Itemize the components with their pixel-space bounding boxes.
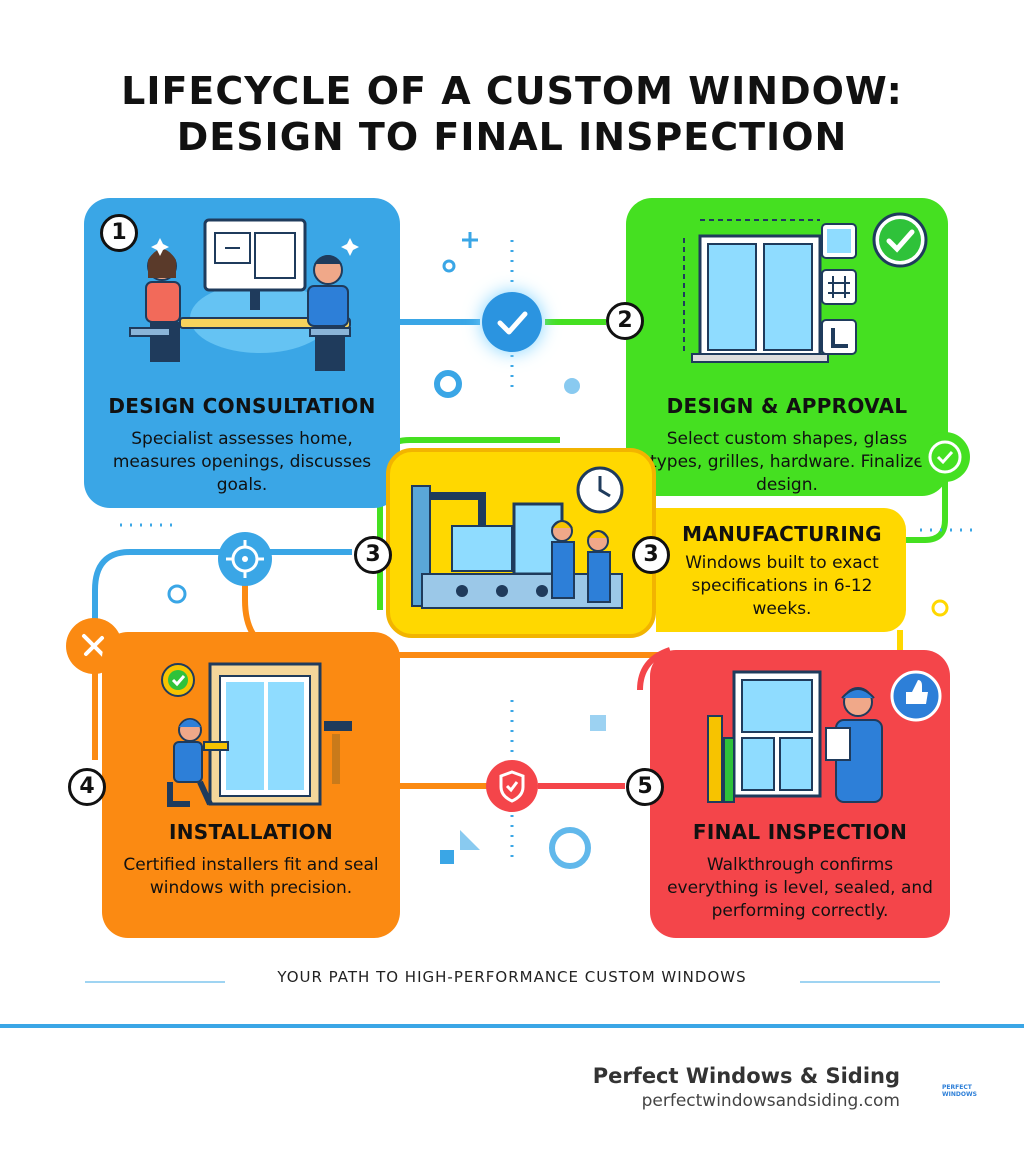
title-line-1: LIFECYCLE OF A CUSTOM WINDOW: bbox=[121, 69, 903, 113]
check-icon bbox=[497, 311, 528, 335]
footer-tagline: YOUR PATH TO HIGH-PERFORMANCE CUSTOM WIN… bbox=[277, 968, 747, 986]
step-2-text: DESIGN & APPROVAL Select custom shapes, … bbox=[640, 394, 934, 497]
target-icon bbox=[226, 540, 264, 578]
step-1-heading: DESIGN CONSULTATION bbox=[108, 394, 376, 418]
step-3-number-right: 3 bbox=[632, 536, 670, 574]
step-3-card-text bbox=[656, 508, 906, 632]
step-2-number: 2 bbox=[606, 302, 644, 340]
step-5-number: 5 bbox=[626, 768, 664, 806]
brand-logo: PERFECT WINDOWS bbox=[942, 1084, 977, 1098]
window-design-illustration bbox=[683, 212, 928, 363]
center-check-badge bbox=[482, 292, 542, 352]
step-5-heading: FINAL INSPECTION bbox=[692, 820, 908, 844]
step-4-heading: INSTALLATION bbox=[169, 820, 333, 844]
inspection-illustration bbox=[707, 670, 942, 803]
step-4-body: Certified installers fit and seal window… bbox=[123, 855, 379, 898]
wrench-icon bbox=[82, 634, 106, 658]
manufacturing-illustration bbox=[411, 466, 624, 609]
step-3-text: MANUFACTURING Windows built to exact spe… bbox=[672, 522, 892, 621]
step-2-body: Select custom shapes, glass types, grill… bbox=[650, 429, 924, 495]
tagline-rules bbox=[85, 981, 940, 983]
footer-divider bbox=[0, 1024, 1024, 1028]
step-4-number: 4 bbox=[68, 768, 106, 806]
shield-check-icon bbox=[499, 770, 525, 803]
consultation-illustration bbox=[129, 218, 359, 371]
installation-illustration bbox=[161, 662, 352, 807]
step-5-body: Walkthrough confirms everything is level… bbox=[667, 855, 933, 921]
check-icon bbox=[928, 440, 962, 474]
step-5-text: FINAL INSPECTION Walkthrough confirms ev… bbox=[666, 820, 934, 923]
page-title: LIFECYCLE OF A CUSTOM WINDOW: DESIGN TO … bbox=[0, 68, 1024, 160]
brand-url: perfectwindowsandsiding.com bbox=[641, 1091, 900, 1111]
shield-badge bbox=[486, 760, 538, 812]
step-1-body: Specialist assesses home, measures openi… bbox=[112, 429, 372, 495]
brand-name: Perfect Windows & Siding bbox=[592, 1064, 900, 1088]
step-3-number-left: 3 bbox=[354, 536, 392, 574]
clock-icon bbox=[598, 476, 611, 498]
step-3-heading: MANUFACTURING bbox=[682, 522, 882, 546]
step-2-heading: DESIGN & APPROVAL bbox=[666, 394, 908, 418]
step-1-number: 1 bbox=[100, 214, 138, 252]
step-4-text: INSTALLATION Certified installers fit an… bbox=[118, 820, 384, 900]
title-line-2: DESIGN TO FINAL INSPECTION bbox=[176, 115, 848, 159]
target-badge bbox=[218, 532, 272, 586]
step-1-text: DESIGN CONSULTATION Specialist assesses … bbox=[100, 394, 384, 497]
step-3-body: Windows built to exact specifications in… bbox=[685, 553, 879, 619]
green-check-badge bbox=[920, 432, 970, 482]
